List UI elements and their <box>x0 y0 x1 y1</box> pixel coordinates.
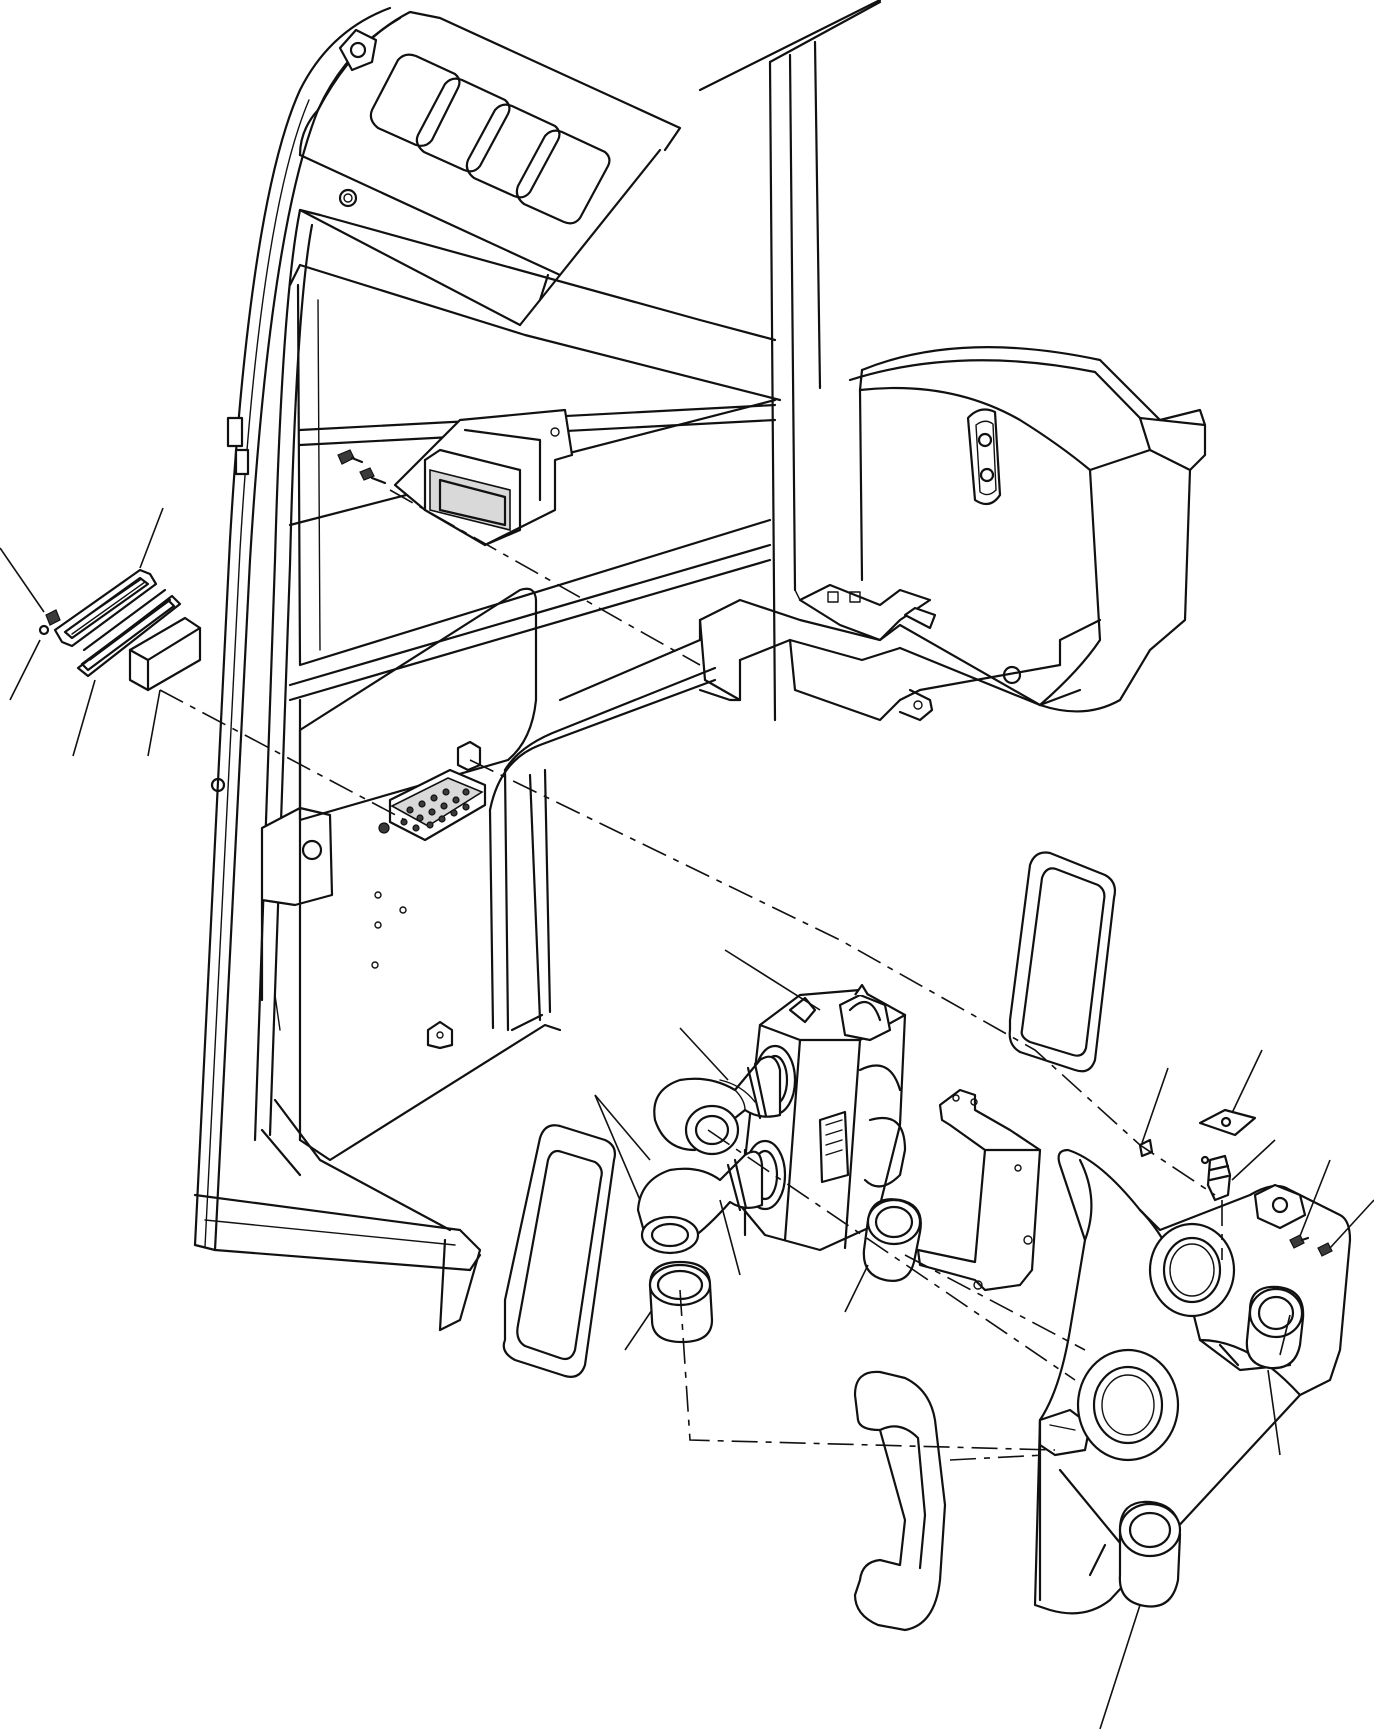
housing-bolt <box>1289 1234 1305 1249</box>
console-clip-bracket <box>798 583 932 642</box>
housing-screw <box>1317 1242 1333 1257</box>
wall-vent-grille <box>378 768 487 842</box>
roof-lifting-eye <box>338 28 378 72</box>
gasket-left <box>502 1124 617 1378</box>
cover-plate <box>1198 1108 1257 1137</box>
gasket-right <box>1008 851 1117 1073</box>
unit-label-plate <box>818 1110 850 1184</box>
small-hardware <box>1138 1108 1333 1257</box>
filter-screw <box>45 609 61 626</box>
leader-lines <box>0 507 1374 1729</box>
hinge-tab-upper <box>226 416 244 448</box>
housing-port-upper <box>1148 1222 1236 1318</box>
handle-cover <box>853 1370 947 1632</box>
floor-clip <box>426 1020 454 1050</box>
duct-clip <box>456 740 482 772</box>
filter-frame-outer <box>53 568 158 648</box>
console-latch <box>966 408 1002 506</box>
mounting-bracket <box>916 1088 1042 1292</box>
upper-duct-box <box>337 408 574 547</box>
rear-console-duct <box>558 346 1207 722</box>
left-filter-assembly <box>38 568 202 692</box>
elbow-hose-lower <box>636 1150 764 1255</box>
rear-wall-panel <box>288 0 882 1162</box>
alignment-lines <box>159 489 1223 1461</box>
cab-pillar-frame <box>193 6 482 1332</box>
pillar-bracket <box>260 806 334 907</box>
roof-vent-panel <box>298 10 682 327</box>
filter-washer <box>38 624 50 636</box>
round-plug-bottom <box>1118 1500 1182 1608</box>
housing-port-lower <box>1076 1348 1180 1462</box>
duct-screws <box>337 449 387 485</box>
filter-pad <box>128 616 202 692</box>
roof-bolt-hole <box>338 188 358 208</box>
ring-sleeve-middle <box>862 1198 922 1282</box>
duct-housing <box>1033 1148 1352 1615</box>
blower-heater-unit <box>738 983 907 1252</box>
pillar-hole <box>210 777 226 793</box>
round-plug-right <box>1245 1285 1305 1370</box>
roof-vent-slots <box>369 53 611 225</box>
hinge-tab-lower <box>234 448 250 476</box>
small-clip <box>1138 1138 1154 1158</box>
